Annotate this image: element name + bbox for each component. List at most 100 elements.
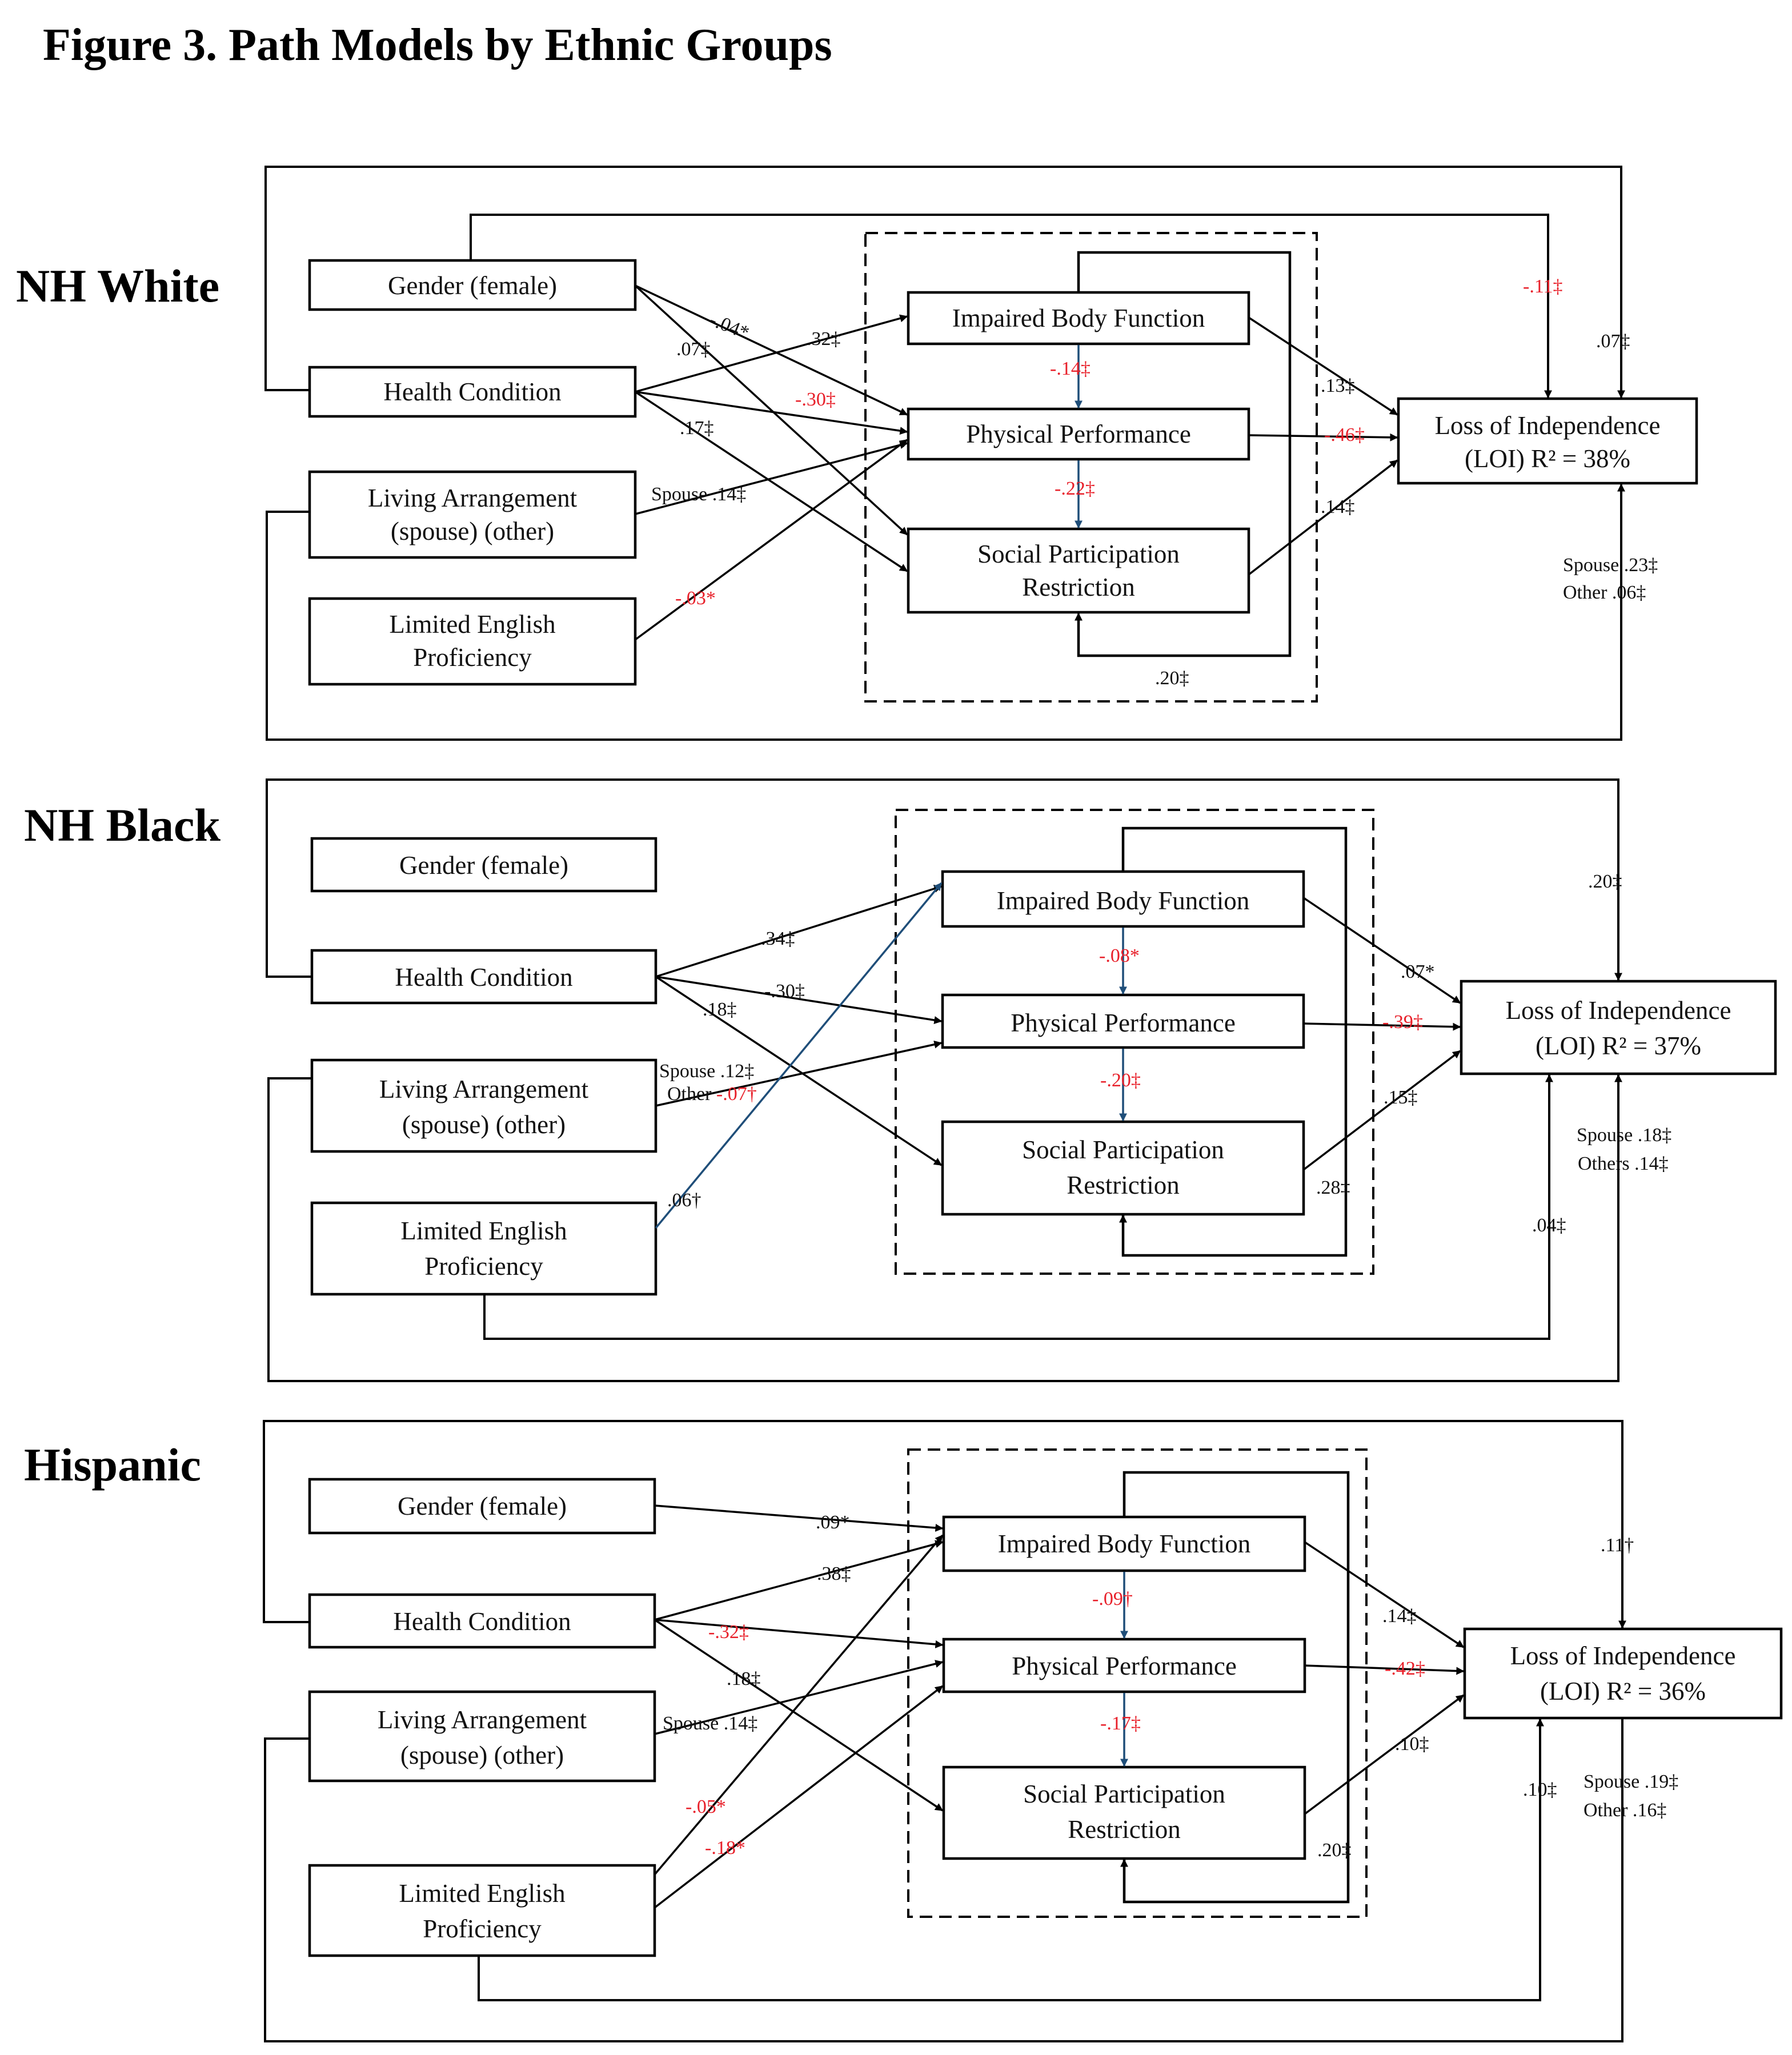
loss-of-independence-box: Loss of Independence (LOI) R² = 38% [1397,397,1698,485]
arrow-lep-pp [634,439,908,641]
arrow-health-pp [655,976,943,1024]
arrow-health-spr [635,391,908,572]
coef-living-pp: Spouse .14‡ [663,1713,757,1734]
social-participation-box: Social Participation Restriction [941,1120,1305,1216]
coef-living-pp: Spouse .14‡ [651,484,746,505]
svg-text:Health Condition: Health Condition [395,963,572,992]
limited-english-box: Limited English Proficiency [308,1864,656,1957]
health-condition-box: Health Condition [310,949,658,1005]
coef-ibf-loi: .07* [1401,961,1435,982]
svg-text:Impaired Body Function: Impaired Body Function [997,886,1249,915]
arrow-health-pp [654,1619,944,1648]
coef-gender-spr: -.04* [707,309,752,344]
coef-lep-ibf: .06† [667,1190,701,1211]
svg-text:Living Arrangement: Living Arrangement [368,484,578,512]
coef-spr-loi: .14‡ [1321,496,1355,517]
coef-ibf-pp: -.08* [1099,945,1140,966]
svg-text:Loss of Independence: Loss of Independence [1435,411,1661,440]
loss-of-independence-box: Loss of Independence (LOI) R² = 37% [1460,980,1777,1075]
lep-loi-path [483,1075,1550,1340]
coef-living-loi-other: Other .16‡ [1583,1800,1666,1821]
svg-text:(spouse) (other): (spouse) (other) [402,1110,566,1139]
coef-health-pp: -.32‡ [708,1621,749,1643]
coef-pp-loi: -.46‡ [1324,424,1365,445]
svg-text:Living Arrangement: Living Arrangement [379,1075,589,1103]
coef-health-pp: -.30‡ [795,389,836,410]
coef-gender-ibf: .09* [816,1512,850,1533]
arrow-health-pp [635,391,908,435]
arrow-living-pp [635,441,908,515]
coef-health-ibf: .34‡ [761,928,795,949]
coef-gender-pp: .07‡ [676,339,711,360]
svg-text:Health Condition: Health Condition [383,378,561,406]
health-loi-path [263,1420,1623,1659]
gender-box: Gender (female) [310,837,658,893]
gender-loi-path [470,214,1549,393]
coef-ibf-loi: .13‡ [1321,375,1355,396]
arrow-lep-ibf [655,882,943,1229]
health-loi-path [266,778,1619,1014]
svg-text:Proficiency: Proficiency [413,643,532,672]
panel-title-hispanic: Hispanic [24,1439,201,1491]
social-participation-box: Social Participation Restriction [907,527,1250,614]
coef-pp-loi: -.39‡ [1382,1012,1423,1033]
coef-health-ibf: .38‡ [817,1563,851,1584]
arrow-gender-spr [634,284,908,536]
svg-text:Gender (female): Gender (female) [398,1492,567,1520]
coef-living-loi-spouse: Spouse .18‡ [1577,1125,1671,1146]
living-loi-path [264,1719,1623,2042]
coef-health-loi: .20‡ [1588,871,1622,892]
coef-spr-loop: .20‡ [1155,668,1189,689]
spr-loop-line [1077,251,1292,657]
coef-health-spr: .18‡ [727,1668,761,1689]
coef-lep-loi: .10‡ [1523,1779,1557,1800]
coef-gender-loi: -.11‡ [1523,276,1563,297]
arrow-ibf-loi [1248,316,1398,416]
figure-title: Figure 3. Path Models by Ethnic Groups [43,20,832,70]
svg-text:Impaired Body Function: Impaired Body Function [998,1530,1250,1558]
coef-spr-loop: .28‡ [1316,1177,1350,1198]
panel-title-nh-black: NH Black [24,799,221,851]
health-loi-path [264,166,1622,393]
coef-health-loi: .11† [1601,1535,1634,1556]
impaired-body-function-box: Impaired Body Function [942,1515,1306,1572]
arrow-pp-loi [1304,1664,1465,1675]
coef-living-loi-spouse: Spouse .19‡ [1583,1771,1678,1792]
svg-text:Physical Performance: Physical Performance [1011,1009,1236,1037]
coef-pp-spr: -.22‡ [1055,478,1095,499]
arrow-pp-loi [1248,433,1398,441]
svg-text:(spouse) (other): (spouse) (other) [400,1741,564,1769]
svg-text:Social Participation: Social Participation [977,540,1180,568]
svg-text:Restriction: Restriction [1068,1815,1180,1844]
coef-ibf-pp: -.09† [1092,1588,1133,1610]
health-condition-box: Health Condition [308,1593,656,1649]
coef-health-pp: -.30‡ [764,981,805,1002]
living-arrangement-box: Living Arrangement (spouse) (other) [308,1690,656,1783]
svg-text:Limited English: Limited English [400,1217,567,1245]
coef-pp-spr: -.20‡ [1100,1070,1141,1091]
mediator-group-box [864,232,1318,703]
social-participation-box: Social Participation Restriction [942,1765,1306,1860]
coef-living-loi-others: Others .14‡ [1578,1153,1669,1174]
svg-text:Limited English: Limited English [389,610,555,639]
coef-lep-pp: -.03* [675,588,716,609]
svg-text:Proficiency: Proficiency [423,1914,542,1943]
spr-loop-line [1122,1471,1350,1904]
svg-text:Social Participation: Social Participation [1023,1780,1225,1808]
spr-loop-line [1121,826,1348,1257]
panel-hispanic: Hispanic Gender (female) Health Conditio… [24,1420,1783,2042]
gender-box: Gender (female) [308,259,637,311]
arrow-health-ibf [635,314,908,393]
arrow-health-spr [655,976,943,1166]
limited-english-box: Limited English Proficiency [308,597,637,686]
arrow-living-pp [655,1040,943,1107]
svg-text:Loss of Independence: Loss of Independence [1506,996,1731,1025]
coef-lep-ibf: -.05* [685,1796,726,1817]
gender-box: Gender (female) [308,1478,656,1535]
coef-health-spr: .17‡ [680,418,714,439]
coef-health-ibf: .32‡ [807,328,841,350]
arrow-gender-pp [635,284,908,416]
coef-living-loi-spouse: Spouse .23‡ [1563,555,1658,576]
coef-spr-loop: .20‡ [1317,1840,1352,1861]
